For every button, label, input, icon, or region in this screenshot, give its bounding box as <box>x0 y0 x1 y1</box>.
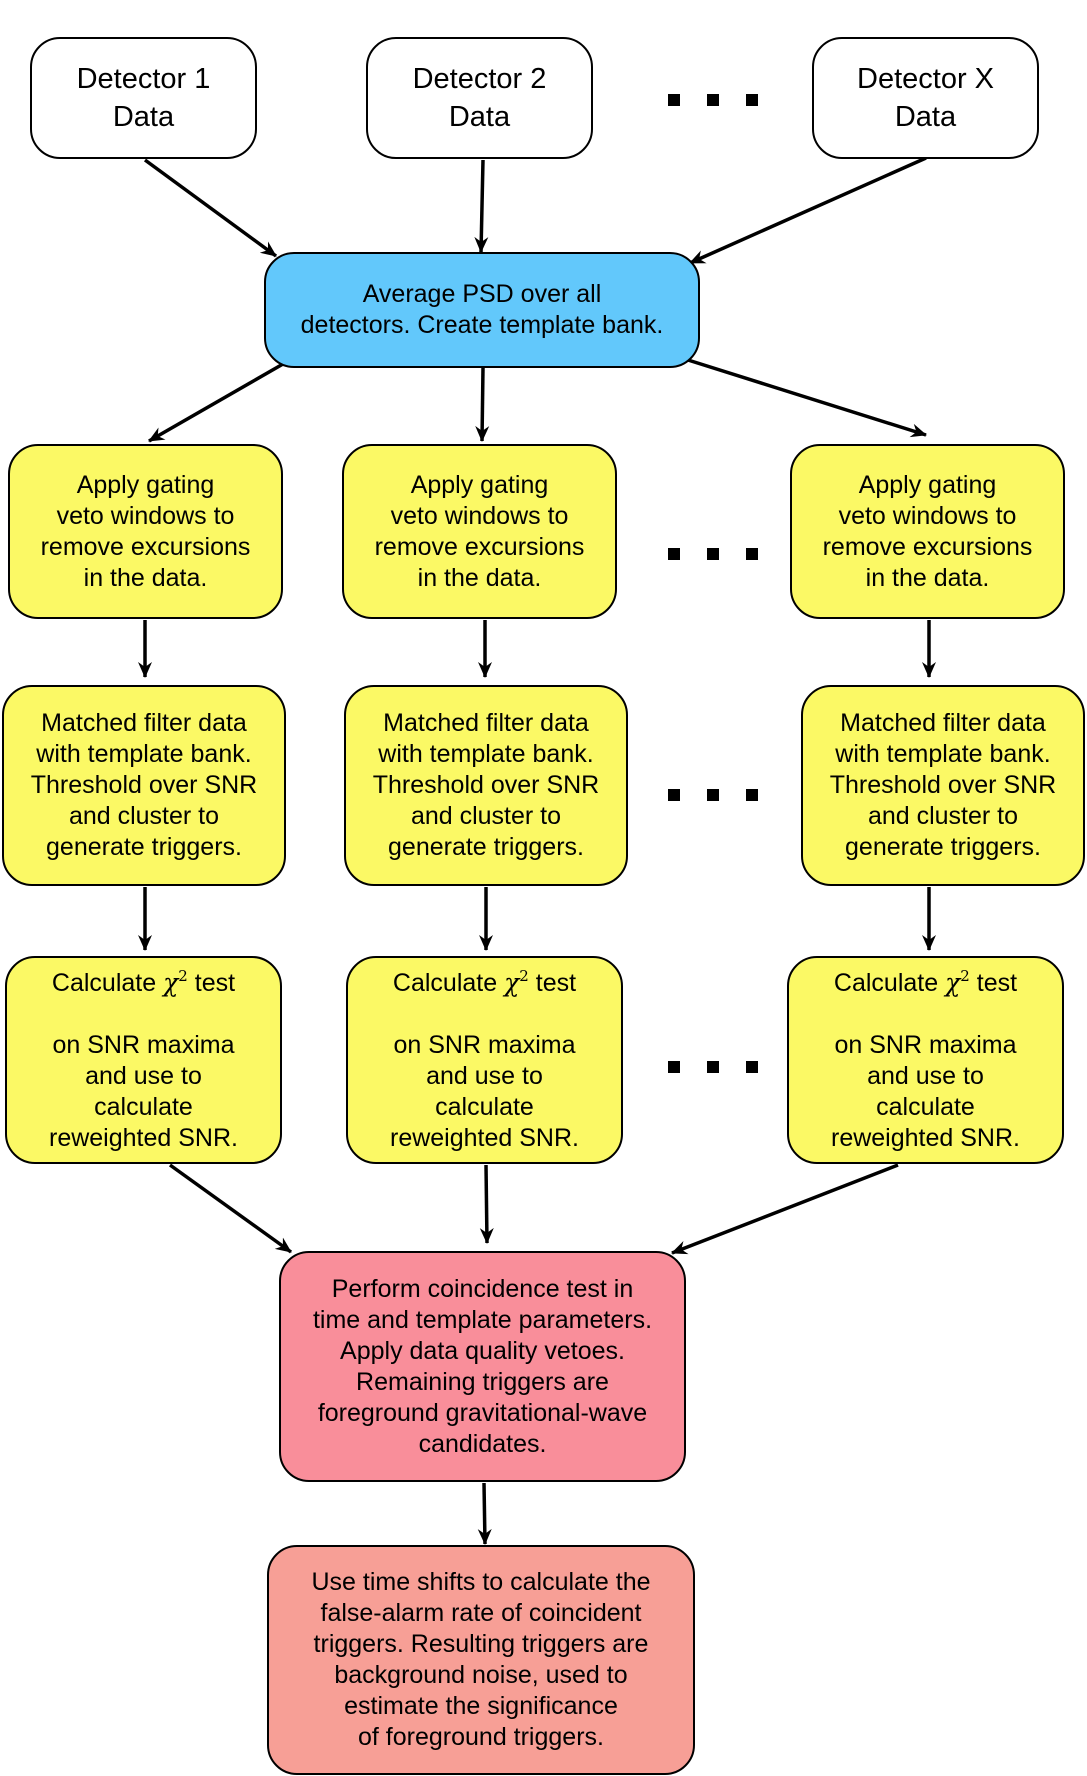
chisq-body-2: on SNR maxima and use to calculate rewei… <box>390 1030 579 1152</box>
background-box: Use time shifts to calculate the false-a… <box>267 1545 695 1775</box>
gating-label-1: Apply gating veto windows to remove excu… <box>40 470 251 592</box>
ellipsis-dot <box>707 789 719 801</box>
chisq-suffix: test <box>187 968 236 997</box>
chisq-box-2: Calculate χ2 test on SNR maxima and use … <box>346 956 623 1164</box>
ellipsis-matched-filter <box>668 788 758 802</box>
chisq-suffix: test <box>528 968 577 997</box>
arrow-detx-to-psd <box>689 156 927 265</box>
chi-symbol: χ2 <box>504 968 529 997</box>
chi-letter: χ <box>504 967 520 997</box>
ellipsis-dot <box>668 1061 680 1073</box>
ellipsis-detectors <box>668 93 758 107</box>
arrow-psd-to-gating-x <box>687 358 927 438</box>
psd-box: Average PSD over all detectors. Create t… <box>264 252 700 368</box>
ellipsis-dot <box>746 1061 758 1073</box>
detector-x-label: Detector X Data <box>857 63 994 133</box>
detector-x-box: Detector X Data <box>812 37 1039 159</box>
ellipsis-dot <box>707 94 719 106</box>
arrow-det2-to-psd <box>474 159 489 253</box>
detector-2-box: Detector 2 Data <box>366 37 593 159</box>
chi-letter: χ <box>163 967 179 997</box>
coincidence-box: Perform coincidence test in time and tem… <box>279 1251 686 1482</box>
chisq-heading: Calculate χ2 test <box>390 967 579 999</box>
arrow-psd-to-gating-2 <box>475 367 490 442</box>
ellipsis-dot <box>668 94 680 106</box>
matched-filter-box-x: Matched filter data with template bank. … <box>801 685 1085 886</box>
arrow-chisq-to-coinc-1 <box>168 1163 293 1254</box>
arrow-det1-to-psd <box>143 158 278 258</box>
background-label: Use time shifts to calculate the false-a… <box>311 1568 651 1751</box>
chisq-body-x: on SNR maxima and use to calculate rewei… <box>831 1030 1020 1152</box>
chisq-box-x: Calculate χ2 test on SNR maxima and use … <box>787 956 1064 1164</box>
ellipsis-chisq <box>668 1060 758 1074</box>
detector-2-label: Detector 2 Data <box>412 63 547 133</box>
gating-label-2: Apply gating veto windows to remove excu… <box>374 470 585 592</box>
ellipsis-dot <box>746 789 758 801</box>
chi-superscript: 2 <box>519 966 529 985</box>
chisq-prefix: Calculate <box>51 968 164 997</box>
chisq-suffix: test <box>969 968 1018 997</box>
psd-label: Average PSD over all detectors. Create t… <box>300 280 664 339</box>
matched-filter-box-1: Matched filter data with template bank. … <box>2 685 286 886</box>
chisq-heading: Calculate χ2 test <box>49 967 238 999</box>
detector-1-label: Detector 1 Data <box>76 63 211 133</box>
ellipsis-dot <box>746 94 758 106</box>
chi-letter: χ <box>945 967 961 997</box>
chisq-prefix: Calculate <box>392 968 505 997</box>
ellipsis-dot <box>746 548 758 560</box>
ellipsis-gating <box>668 547 758 561</box>
ellipsis-dot <box>668 548 680 560</box>
ellipsis-dot <box>707 1061 719 1073</box>
arrow-psd-to-gating-1 <box>148 362 284 443</box>
ellipsis-dot <box>668 789 680 801</box>
matched-filter-label-1: Matched filter data with template bank. … <box>30 709 258 861</box>
chisq-heading: Calculate χ2 test <box>831 967 1020 999</box>
gating-box-1: Apply gating veto windows to remove excu… <box>8 444 283 619</box>
detector-1-box: Detector 1 Data <box>30 37 257 159</box>
chi-symbol: χ2 <box>163 968 188 997</box>
chisq-prefix: Calculate <box>833 968 946 997</box>
chi-superscript: 2 <box>960 966 970 985</box>
gating-label-x: Apply gating veto windows to remove excu… <box>822 470 1033 592</box>
chi-superscript: 2 <box>178 966 188 985</box>
arrow-chisq-to-coinc-x <box>671 1163 899 1255</box>
chisq-body-1: on SNR maxima and use to calculate rewei… <box>49 1030 238 1152</box>
chisq-box-1: Calculate χ2 test on SNR maxima and use … <box>5 956 282 1164</box>
matched-filter-box-2: Matched filter data with template bank. … <box>344 685 628 886</box>
gating-box-2: Apply gating veto windows to remove excu… <box>342 444 617 619</box>
ellipsis-dot <box>707 548 719 560</box>
matched-filter-label-2: Matched filter data with template bank. … <box>372 709 600 861</box>
coincidence-label: Perform coincidence test in time and tem… <box>312 1274 653 1458</box>
arrow-chisq-to-coinc-2 <box>479 1164 494 1244</box>
gating-box-x: Apply gating veto windows to remove excu… <box>790 444 1065 619</box>
chi-symbol: χ2 <box>945 968 970 997</box>
arrow-coinc-to-background <box>477 1482 492 1545</box>
matched-filter-label-x: Matched filter data with template bank. … <box>829 709 1057 861</box>
